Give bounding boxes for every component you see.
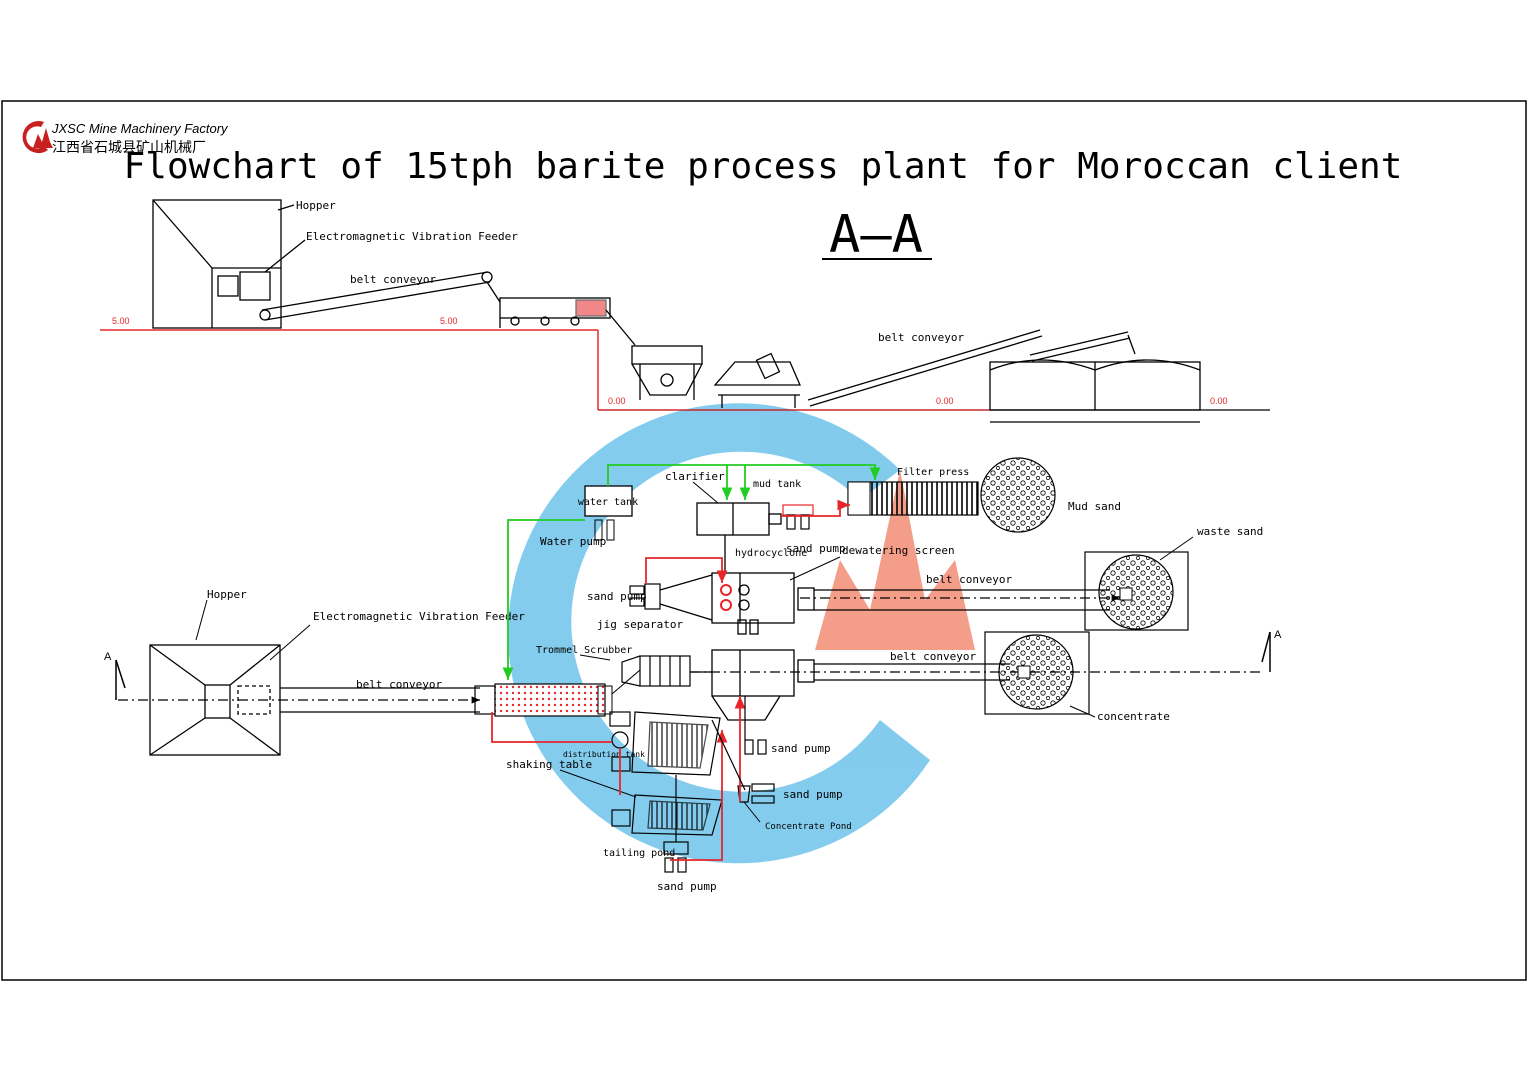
label-hydrocyclone: hydrocyclone	[735, 548, 807, 559]
mud-sand-pile	[980, 457, 1056, 533]
sand-pump-left	[629, 574, 713, 621]
label-concentrate-pond: Concentrate Pond	[765, 822, 852, 832]
section-marker-right	[1261, 631, 1271, 672]
trommel-scrubber	[494, 669, 641, 717]
hopper-elevation	[152, 199, 282, 329]
svg-text:0.00: 0.00	[936, 396, 954, 406]
label-distribution-tank: distribution tank	[563, 750, 645, 759]
elevation-markers: 5.00 5.00 0.00 0.00 0.00	[112, 316, 1228, 406]
label-belt-conveyor-elevation-2: belt conveyor	[878, 331, 964, 344]
svg-text:0.00: 0.00	[608, 396, 626, 406]
label-water-tank: water tank	[578, 497, 638, 508]
svg-text:0.00: 0.00	[1210, 396, 1228, 406]
label-sand-pump-mid: sand pump	[771, 742, 831, 755]
concentrate-pile	[984, 631, 1090, 715]
dewatering-screen-upper	[711, 572, 815, 635]
filter-press	[847, 481, 979, 516]
section-marker-left	[115, 659, 126, 700]
svg-text:A: A	[104, 651, 112, 663]
shaking-table-upper	[609, 711, 721, 776]
label-clarifier: clarifier	[665, 470, 725, 483]
trommel-elevation	[499, 297, 636, 346]
label-trommel-scrubber: Trommel Scrubber	[536, 645, 632, 656]
label-waste-sand: waste sand	[1197, 525, 1263, 538]
label-sand-pump-clarifier: sand pump	[786, 542, 846, 555]
belt-conveyor-elevation-1	[259, 271, 501, 321]
section-label: A—A	[829, 205, 923, 265]
brand-header: JXSC Mine Machinery Factory 江西省石城县矿山机械厂	[22, 121, 229, 155]
label-hopper-plan: Hopper	[207, 588, 247, 601]
slurry-flow-lines	[491, 499, 850, 861]
water-flow-lines	[502, 464, 881, 680]
label-mud-tank: mud tank	[753, 479, 801, 490]
brand-name-en: JXSC Mine Machinery Factory	[51, 121, 229, 136]
label-belt-conveyor-upper: belt conveyor	[926, 573, 1012, 586]
label-feeder-plan: Electromagnetic Vibration Feeder	[313, 610, 525, 623]
svg-text:A: A	[1274, 629, 1282, 641]
label-dewatering-screen: dewatering screen	[842, 544, 955, 557]
jig-elevation	[631, 345, 703, 400]
belt-conveyor-plan-upper	[800, 589, 1120, 611]
label-mud-sand: Mud sand	[1068, 500, 1121, 513]
mud-tank	[782, 504, 814, 530]
belt-conveyor-plan-lower	[690, 663, 1262, 681]
label-shaking-table: shaking table	[506, 758, 592, 771]
svg-text:5.00: 5.00	[440, 316, 458, 326]
dewatering-screen-elevation	[713, 352, 801, 408]
label-feeder-elevation: Electromagnetic Vibration Feeder	[306, 230, 518, 243]
drawing-frame	[1, 100, 1527, 981]
label-concentrate: concentrate	[1097, 710, 1170, 723]
water-tank: water tank	[578, 485, 638, 541]
page-title: Flowchart of 15tph barite process plant …	[124, 146, 1403, 187]
belt-conveyor-plan-main	[118, 685, 496, 715]
belt-conveyor-elevation-2	[807, 329, 1136, 407]
sand-pump-mid	[744, 739, 767, 755]
label-jig-separator: jig separator	[597, 618, 683, 631]
jig-separator	[621, 655, 691, 687]
shaking-table-lower	[611, 794, 723, 836]
brand-name-cn: 江西省石城县矿山机械厂	[52, 139, 206, 155]
watermark-logo-icon	[508, 403, 975, 864]
label-filter-press: Filter press	[897, 467, 969, 478]
label-water-pump: Water pump	[540, 535, 606, 548]
dewatering-screen-lower	[711, 649, 815, 721]
label-tailing-pond: tailing pond	[603, 848, 675, 859]
storage-shed-elevation	[989, 359, 1201, 423]
label-sand-pump-right: sand pump	[783, 788, 843, 801]
clarifier	[696, 502, 782, 575]
label-hopper-elevation: Hopper	[296, 199, 336, 212]
process-flow-lines	[675, 671, 746, 842]
svg-text:5.00: 5.00	[112, 316, 130, 326]
label-sand-pump-bottom: sand pump	[657, 880, 717, 893]
label-belt-conveyor-lower: belt conveyor	[890, 650, 976, 663]
label-sand-pump-left: sand pump	[587, 590, 647, 603]
label-belt-conveyor-elevation-1: belt conveyor	[350, 273, 436, 286]
waste-sand-pile	[1084, 551, 1189, 631]
elevation-view	[100, 199, 1270, 423]
label-belt-conveyor-plan: belt conveyor	[356, 678, 442, 691]
jxsc-logo-icon	[22, 121, 53, 154]
